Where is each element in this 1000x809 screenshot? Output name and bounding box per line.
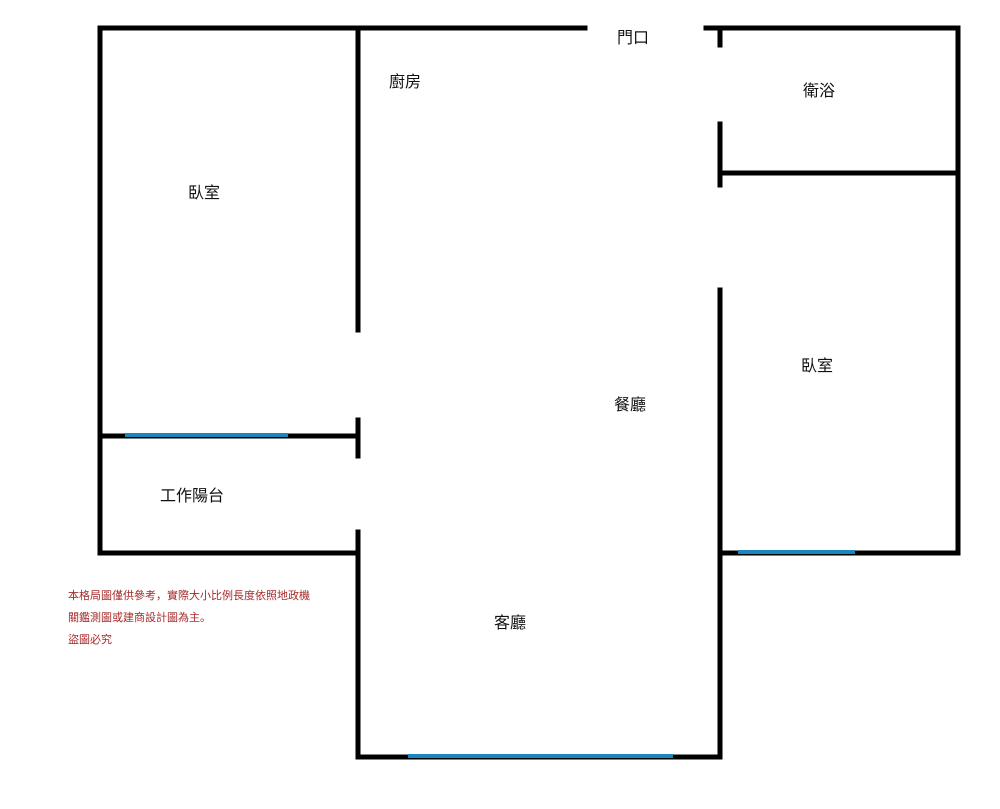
room-label-bedroom-left: 臥室 xyxy=(188,183,221,202)
room-label-work-balcony: 工作陽台 xyxy=(160,486,225,505)
disclaimer-line-2: 關鑑測圖或建商設計圖為主。 xyxy=(68,611,211,624)
room-label-entrance: 門口 xyxy=(617,28,650,47)
room-label-living: 客廳 xyxy=(494,613,527,632)
disclaimer-line-1: 本格局圖僅供參考，實際大小比例長度依照地政機 xyxy=(68,589,310,602)
disclaimer-line-3: 盜圖必究 xyxy=(68,633,112,646)
room-label-dining: 餐廳 xyxy=(614,395,647,414)
room-label-kitchen: 廚房 xyxy=(389,72,422,91)
room-label-bedroom-right: 臥室 xyxy=(801,356,834,375)
room-label-bathroom: 衛浴 xyxy=(803,81,836,100)
